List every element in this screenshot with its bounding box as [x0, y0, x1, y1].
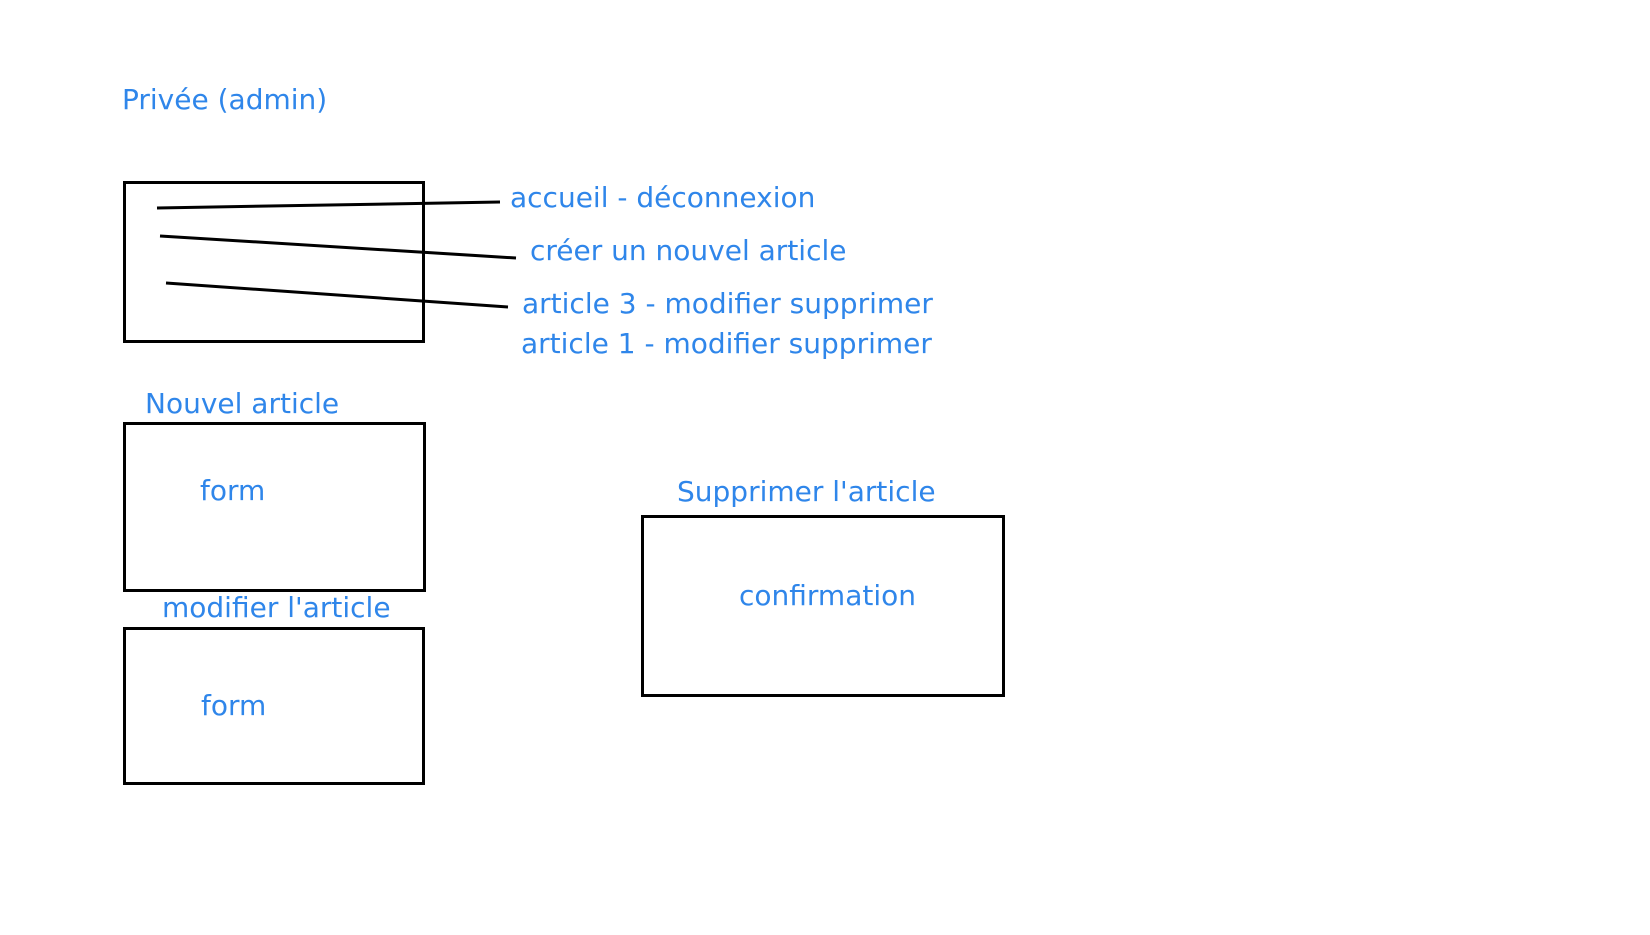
delete-article-title: Supprimer l'article — [677, 475, 936, 508]
edit-article-title: modifier l'article — [162, 591, 391, 624]
admin-home-box — [123, 181, 425, 343]
new-article-box: form — [123, 422, 426, 592]
annotation-article-3: article 3 - modifier supprimer — [522, 287, 933, 320]
annotation-create: créer un nouvel article — [530, 234, 847, 267]
annotation-article-1: article 1 - modifier supprimer — [521, 327, 932, 360]
annotation-nav: accueil - déconnexion — [510, 181, 816, 214]
edit-article-box: form — [123, 627, 425, 785]
new-article-title: Nouvel article — [145, 387, 340, 420]
new-article-form-label: form — [200, 474, 266, 507]
edit-article-form-label: form — [201, 689, 267, 722]
delete-article-box: confirmation — [641, 515, 1005, 697]
page-title: Privée (admin) — [122, 83, 328, 116]
delete-article-confirmation-label: confirmation — [739, 579, 916, 612]
